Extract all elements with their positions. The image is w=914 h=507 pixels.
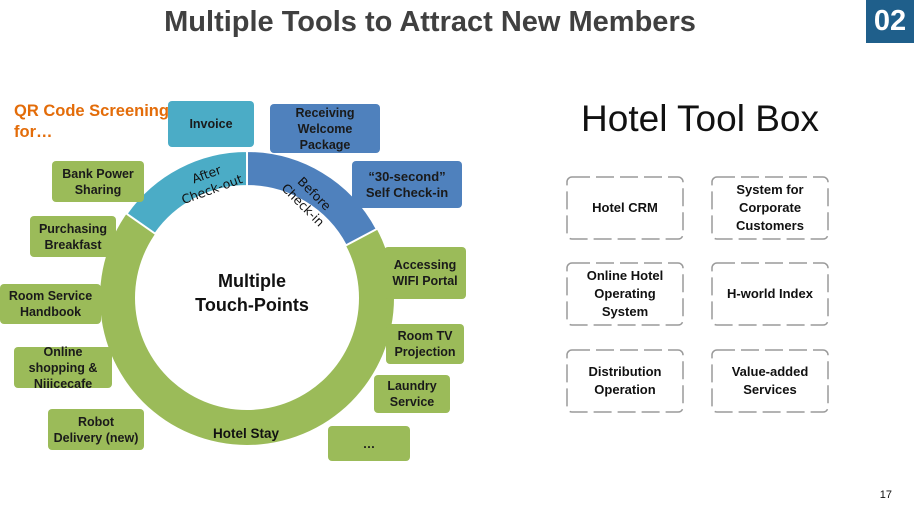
room-tv-projection-box: Room TV Projection: [386, 324, 464, 364]
bank-power-sharing-box: Bank Power Sharing: [52, 161, 144, 202]
tool-hotel-crm: Hotel CRM: [566, 176, 684, 240]
tool-hworld-index: H-world Index: [711, 262, 829, 326]
page-number: 17: [879, 489, 892, 501]
toolbox-title: Hotel Tool Box: [581, 98, 819, 139]
self-checkin-box: “30-second” Self Check-in: [352, 161, 462, 208]
tool-value-added-services: Value-added Services: [711, 349, 829, 413]
tool-corporate-customers: System for Corporate Customers: [711, 176, 829, 240]
wifi-portal-box: Accessing WIFI Portal: [384, 247, 466, 299]
ring-segment-before-checkin: [246, 149, 379, 247]
laundry-service-box: Laundry Service: [374, 375, 450, 413]
slide-title: Multiple Tools to Attract New Members: [164, 6, 696, 38]
tool-online-hotel-os: Online Hotel Operating System: [566, 262, 684, 326]
room-service-handbook-box: Room Service Handbook: [0, 284, 101, 324]
more-box: …: [328, 426, 410, 461]
hotel-stay-label: Hotel Stay: [213, 426, 280, 441]
purchasing-breakfast-box: Purchasing Breakfast: [30, 216, 116, 257]
slide-number-badge: 02: [866, 0, 914, 43]
robot-delivery-box: Robot Delivery (new): [48, 409, 144, 450]
qr-code-label: QR Code Screening for…: [14, 102, 169, 141]
center-label-line2: Touch-Points: [195, 295, 309, 315]
tool-distribution-operation: Distribution Operation: [566, 349, 684, 413]
receiving-welcome-package-box: Receiving Welcome Package: [270, 104, 380, 153]
center-label-line1: Multiple: [218, 271, 286, 291]
invoice-box: Invoice: [168, 101, 254, 147]
online-shopping-box: Online shopping & Niiicecafe: [14, 345, 112, 391]
